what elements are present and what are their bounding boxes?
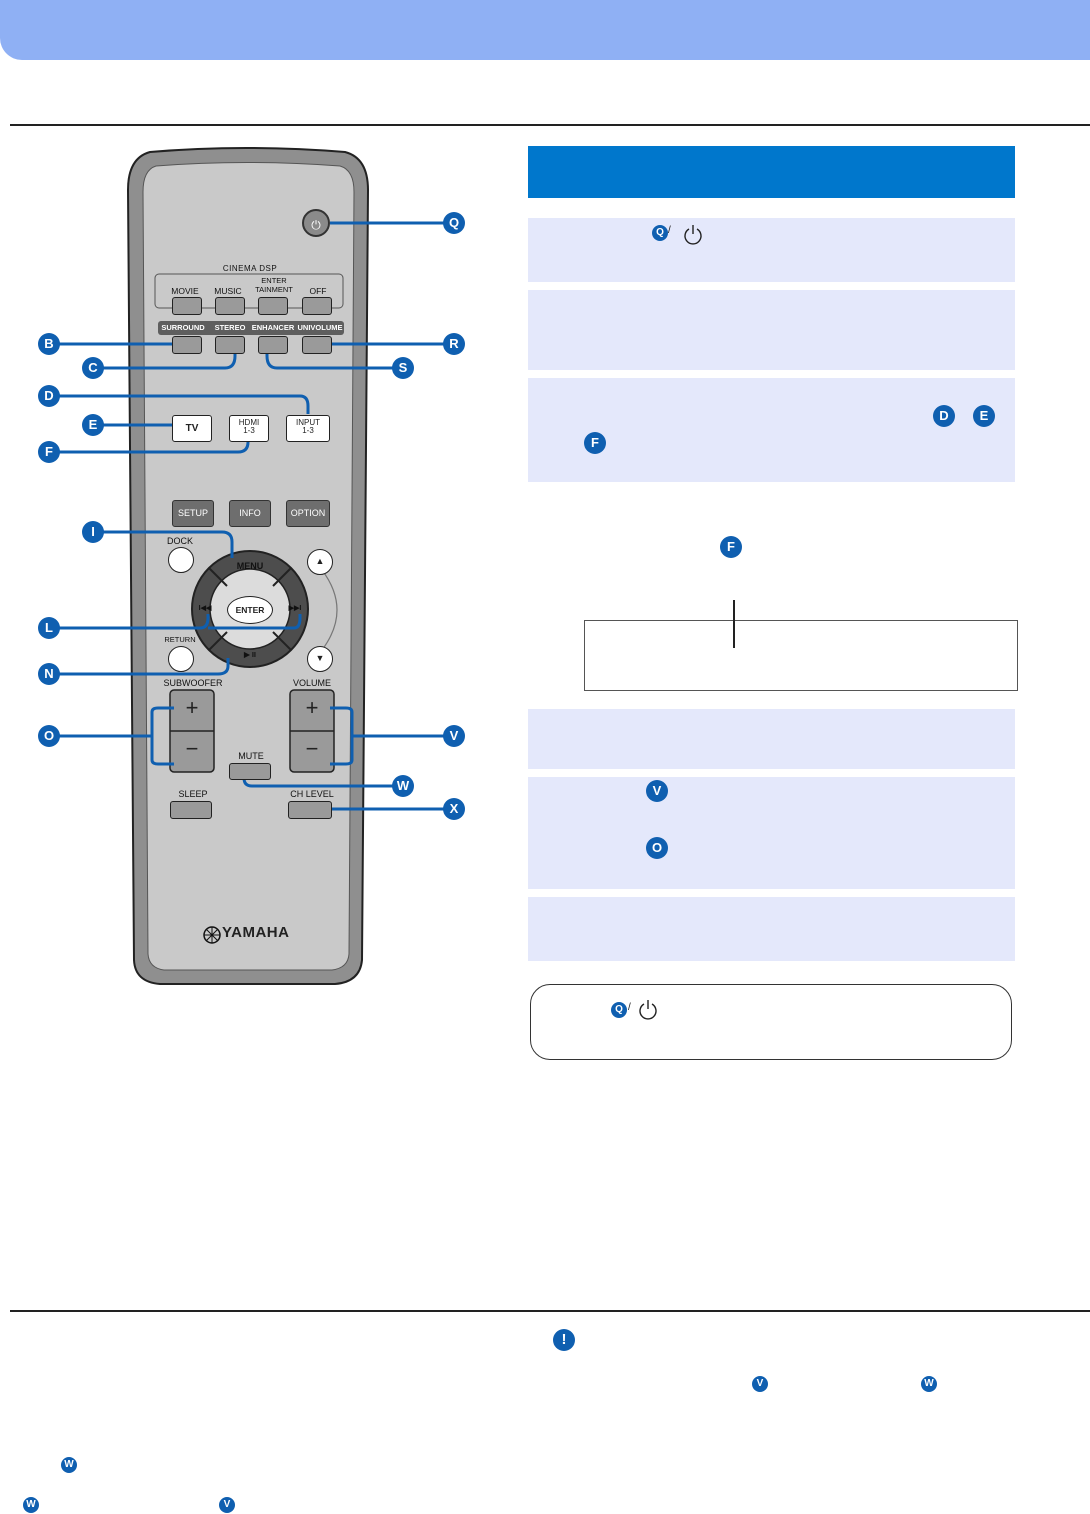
enhancer-button[interactable]: [258, 336, 288, 354]
sleep-label: SLEEP: [178, 789, 208, 799]
sleep-button[interactable]: [170, 801, 212, 819]
step3-badge-d: D: [933, 405, 955, 427]
yamaha-brand: YAMAHA: [222, 924, 290, 941]
callout-x: X: [443, 798, 465, 820]
subwoofer-minus-button[interactable]: −: [185, 736, 199, 761]
surround-button[interactable]: [172, 336, 202, 354]
power-off-note: Q /: [530, 984, 1012, 1060]
cinema-dsp-label: CINEMA DSP: [222, 264, 278, 273]
step-box-6: [528, 897, 1015, 961]
callout-l: L: [38, 617, 60, 639]
return-label: RETURN: [164, 635, 196, 644]
next-button[interactable]: ▶▶I: [288, 605, 302, 612]
return-button[interactable]: [168, 646, 194, 672]
off-label: OFF: [309, 286, 327, 296]
off-button[interactable]: [302, 297, 332, 315]
tv-button[interactable]: TV: [172, 415, 212, 442]
entertainment-label: ENTER TAINMENT: [255, 276, 293, 294]
univolume-label: UNIVOLUME: [297, 323, 343, 332]
music-button[interactable]: [215, 297, 245, 315]
volume-minus-button[interactable]: −: [305, 736, 319, 761]
step-box-3: D E F: [528, 378, 1015, 482]
top-rule: [10, 124, 1090, 126]
sound-mode-label-strip: [158, 321, 344, 335]
callout-s: S: [392, 357, 414, 379]
display-panel: [584, 620, 1018, 691]
dock-label: DOCK: [166, 536, 193, 546]
subwoofer-label: SUBWOOFER: [163, 678, 223, 688]
subwoofer-plus-button[interactable]: +: [185, 695, 199, 720]
step5-badge-o: O: [646, 837, 668, 859]
callout-d: D: [38, 385, 60, 407]
prev-button[interactable]: I◀◀: [198, 605, 212, 612]
mute-button[interactable]: [229, 763, 271, 780]
callout-w: W: [392, 775, 414, 797]
page-header-bar: [0, 0, 1090, 60]
surround-label: SURROUND: [161, 323, 205, 332]
bottom-badge-w: W: [921, 1376, 937, 1392]
note-badge-f: F: [720, 536, 742, 558]
movie-label: MOVIE: [171, 286, 199, 296]
important-icon: !: [553, 1329, 575, 1351]
step3-badge-f: F: [584, 432, 606, 454]
callout-q: Q: [443, 212, 465, 234]
setup-button[interactable]: SETUP: [172, 500, 214, 527]
volume-label: VOLUME: [292, 678, 331, 688]
step3-badge-e: E: [973, 405, 995, 427]
option-button[interactable]: OPTION: [286, 500, 330, 527]
hdmi-button[interactable]: HDMI 1-3: [229, 415, 269, 442]
step5-badge-v: V: [646, 780, 668, 802]
callout-e: E: [82, 414, 104, 436]
info-button[interactable]: INFO: [229, 500, 271, 527]
step-box-2: [528, 290, 1015, 370]
callout-n: N: [38, 663, 60, 685]
bottom-badge-v: V: [752, 1376, 768, 1392]
enter-button[interactable]: ENTER: [227, 596, 273, 624]
power-icon: [639, 1000, 657, 1020]
mute-label: MUTE: [238, 751, 264, 761]
step-box-4: [528, 709, 1015, 769]
cinema-dsp-box: [154, 273, 344, 309]
callout-r: R: [443, 333, 465, 355]
up-button[interactable]: ▲: [307, 549, 333, 575]
remote-power-button[interactable]: ⏻: [302, 209, 330, 237]
entertainment-button[interactable]: [258, 297, 288, 315]
callout-v: V: [443, 725, 465, 747]
input-button[interactable]: INPUT 1-3: [286, 415, 330, 442]
down-button[interactable]: ▼: [307, 646, 333, 672]
callout-i: I: [82, 521, 104, 543]
ch-level-label: CH LEVEL: [290, 789, 334, 799]
music-label: MUSIC: [214, 286, 242, 296]
menu-button[interactable]: MENU: [236, 561, 264, 571]
remote-illustration: [52, 147, 448, 985]
step-box-1: Q /: [528, 218, 1015, 282]
step-box-5: V O: [528, 777, 1015, 889]
left-badge-w: W: [61, 1457, 77, 1473]
power-icon: [684, 225, 702, 245]
dock-button[interactable]: [168, 547, 194, 573]
callout-o: O: [38, 725, 60, 747]
callout-b: B: [38, 333, 60, 355]
univolume-button[interactable]: [302, 336, 332, 354]
callout-f: F: [38, 441, 60, 463]
ch-level-button[interactable]: [288, 801, 332, 819]
left-badge-w-2: W: [23, 1497, 39, 1513]
stereo-button[interactable]: [215, 336, 245, 354]
play-pause-button[interactable]: ▶ II: [243, 650, 257, 659]
bottom-rule: [10, 1310, 1090, 1312]
enhancer-label: ENHANCER: [251, 323, 295, 332]
display-pointer: [733, 600, 735, 648]
stereo-label: STEREO: [214, 323, 246, 332]
left-badge-v: V: [219, 1497, 235, 1513]
callout-c: C: [82, 357, 104, 379]
section-heading-bar: [528, 146, 1015, 198]
step1-badge-q: Q: [652, 225, 668, 241]
note-badge-q: Q: [611, 1002, 627, 1018]
volume-plus-button[interactable]: +: [305, 695, 319, 720]
movie-button[interactable]: [172, 297, 202, 315]
